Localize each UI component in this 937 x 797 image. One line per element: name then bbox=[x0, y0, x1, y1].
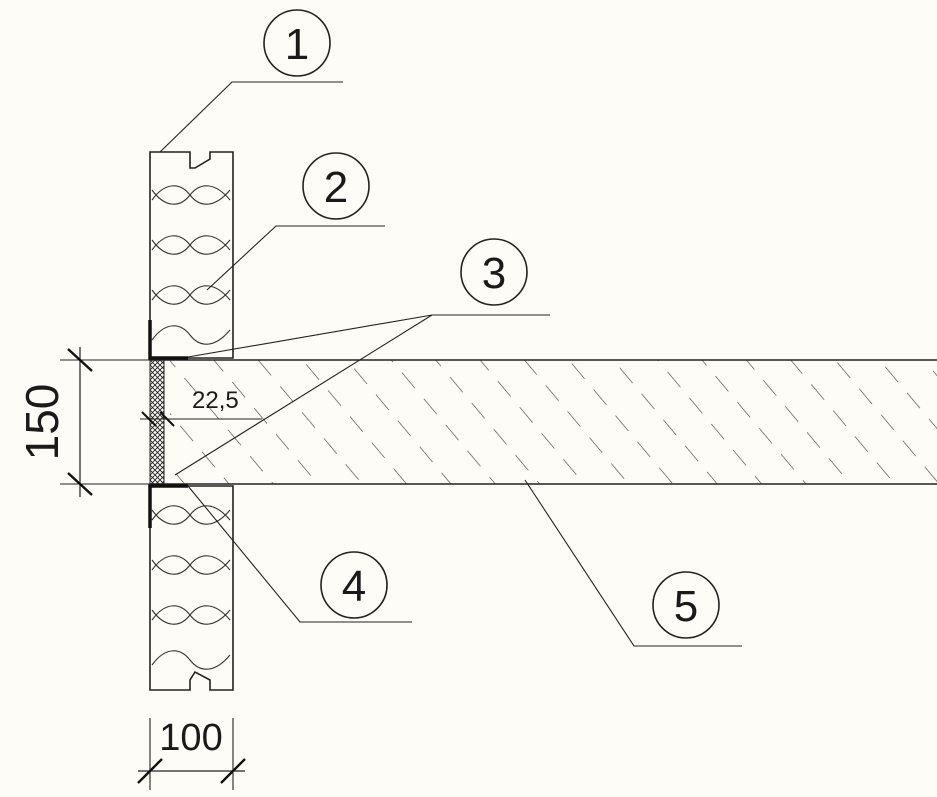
dimension-slab-thickness: 150 bbox=[16, 347, 150, 497]
svg-text:1: 1 bbox=[285, 20, 309, 69]
svg-text:4: 4 bbox=[342, 562, 366, 611]
callout-5: 5 bbox=[652, 571, 720, 639]
floor-slab bbox=[150, 359, 937, 485]
dimension-label-100: 100 bbox=[159, 717, 222, 759]
lower-l-bracket bbox=[148, 484, 188, 528]
dimension-label-150: 150 bbox=[16, 384, 68, 461]
callout-3: 3 bbox=[460, 238, 528, 306]
lower-wall-panel bbox=[149, 485, 234, 691]
dimension-label-22-5: 22,5 bbox=[192, 387, 239, 414]
leader-lines bbox=[159, 81, 742, 647]
callout-4: 4 bbox=[320, 551, 388, 619]
svg-text:3: 3 bbox=[482, 249, 506, 298]
svg-text:5: 5 bbox=[674, 582, 698, 631]
callout-2: 2 bbox=[302, 152, 370, 220]
dimension-gap: 22,5 bbox=[140, 387, 262, 427]
dimension-wall-thickness: 100 bbox=[137, 717, 246, 790]
upper-l-bracket bbox=[148, 320, 188, 360]
svg-text:2: 2 bbox=[324, 163, 348, 212]
upper-wall-panel bbox=[149, 151, 234, 359]
sealing-strip bbox=[149, 359, 165, 485]
callout-1: 1 bbox=[263, 9, 331, 77]
